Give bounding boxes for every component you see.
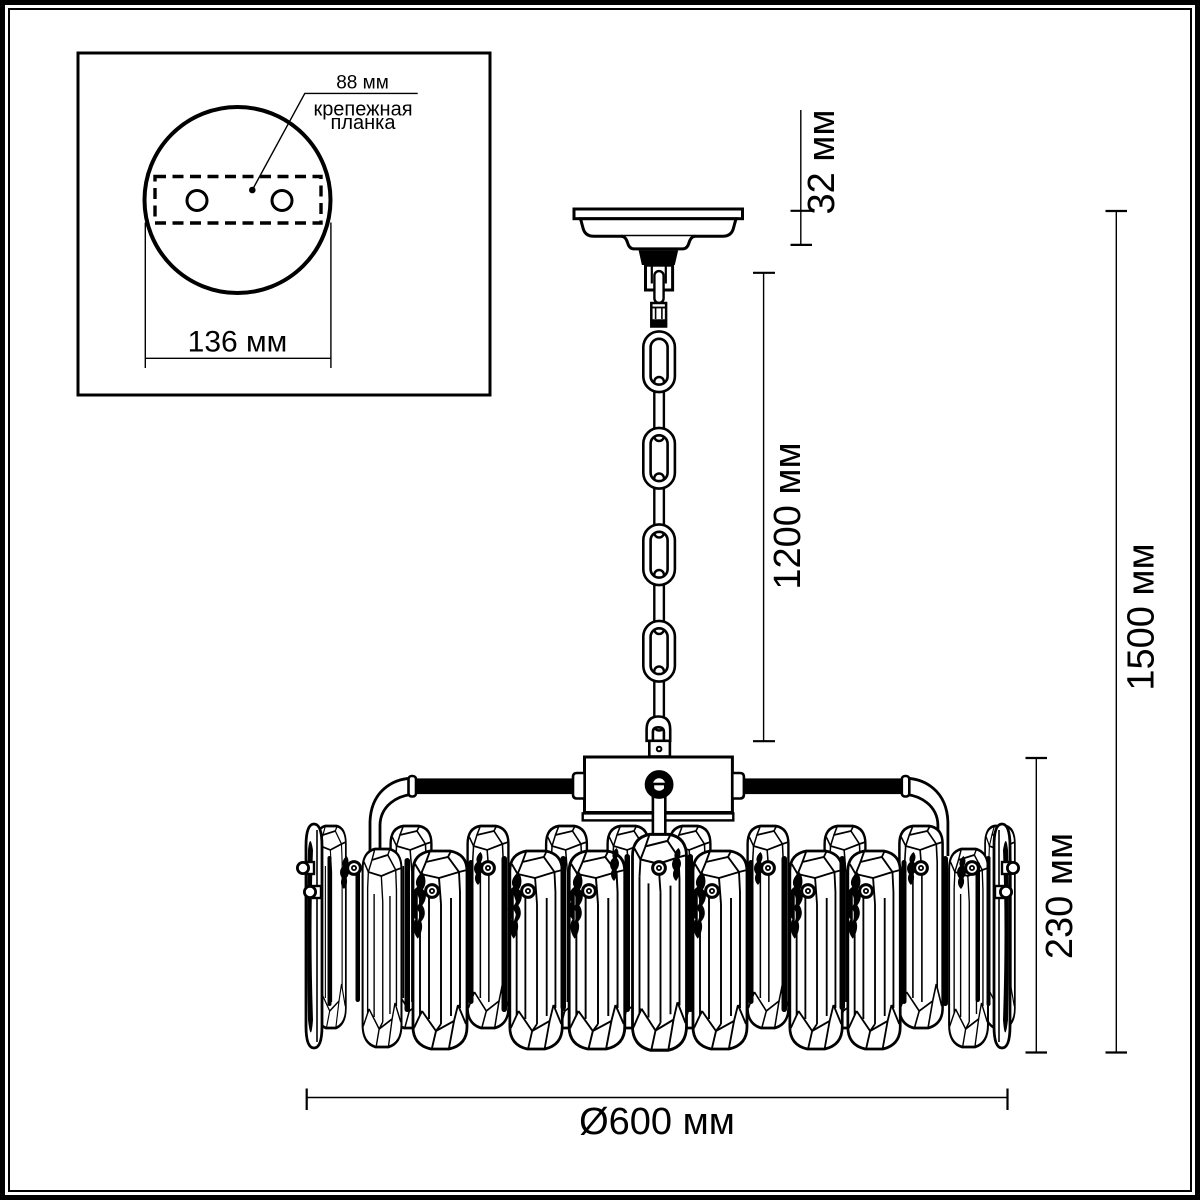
chain-clevis <box>645 715 672 758</box>
right-arm <box>906 776 950 856</box>
body-frame <box>368 755 950 856</box>
hub-left-tab <box>571 771 586 800</box>
screw-hole-right <box>270 189 294 212</box>
left-rod-cap <box>407 774 418 798</box>
dimension-230: 230 мм <box>1025 756 1081 1054</box>
suspension-chain <box>641 269 677 758</box>
callout-value-text: 88 мм <box>336 73 389 94</box>
canopy-collar <box>638 250 679 265</box>
dimension-1200: 1200 мм <box>753 271 809 743</box>
crystal-drum <box>295 822 1021 1052</box>
callout-label-line2: планка <box>331 112 397 134</box>
dimension-600: Ø600 мм <box>305 1088 1009 1143</box>
dimension-136-text: 136 мм <box>188 326 288 359</box>
mounting-inset: 88 мм крепежная планка 136 мм <box>76 51 492 397</box>
dimension-32: 32 мм <box>790 109 843 246</box>
side-knob-right <box>993 860 1021 900</box>
dimension-136: 136 мм <box>144 222 332 368</box>
hub-ring <box>646 772 672 797</box>
hub-right-tab <box>731 771 746 800</box>
canopy-circle <box>142 105 333 295</box>
left-rod <box>415 778 573 795</box>
right-rod-cap <box>900 774 911 798</box>
ceiling-canopy <box>572 207 744 292</box>
callout-leader-line <box>251 92 418 191</box>
chain-swivel <box>650 301 668 328</box>
side-knob-left <box>295 860 323 900</box>
crystal-gap-shadows <box>327 854 991 1012</box>
dimension-1500: 1500 мм <box>1105 209 1163 1054</box>
callout-label-line1: крепежная <box>313 99 412 121</box>
dimension-1200-text: 1200 мм <box>767 442 809 589</box>
dimension-230-text: 230 мм <box>1039 833 1081 959</box>
left-arm <box>368 776 412 856</box>
screw-hole-left <box>185 189 209 212</box>
dimension-32-text: 32 мм <box>801 109 843 214</box>
dimension-600-text: Ø600 мм <box>579 1101 735 1143</box>
crystal-pins <box>295 860 1021 900</box>
right-rod <box>744 778 902 795</box>
dimension-1500-text: 1500 мм <box>1121 543 1163 690</box>
